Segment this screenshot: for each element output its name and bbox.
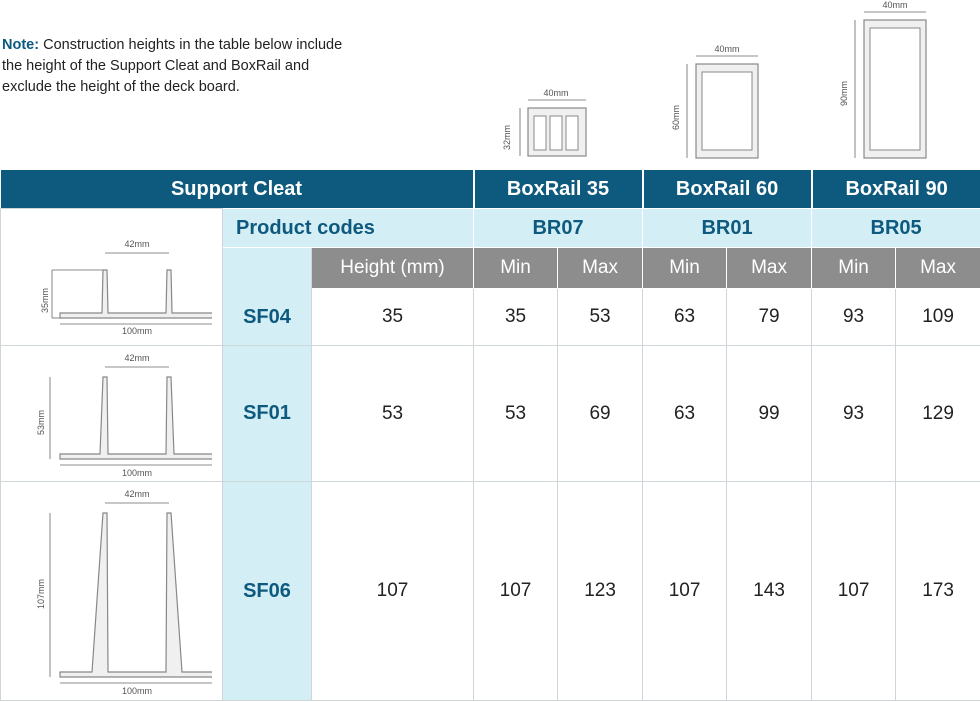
br07-min-header: Min <box>473 247 559 289</box>
sf04-br07-min: 35 <box>473 288 559 346</box>
code-sf06: SF06 <box>222 481 312 701</box>
code-br05: BR05 <box>811 208 980 248</box>
product-codes-label: Product codes <box>221 208 475 248</box>
boxrail-35-profile-diagram: 40mm 32mm <box>502 88 587 157</box>
sf01-top-width-label: 42mm <box>124 353 149 363</box>
sf01-cleat-diagram-cell: 42mm 53mm 100mm <box>0 345 223 482</box>
sf06-height: 107 <box>310 481 475 701</box>
boxrail-60-header: BoxRail 60 <box>642 170 813 209</box>
sf06-top-width-label: 42mm <box>124 489 149 499</box>
boxrail-60-width-label: 40mm <box>714 44 739 54</box>
sf04-br01-max: 79 <box>726 288 813 346</box>
boxrail-90-profile-diagram: 40mm 90mm <box>839 0 927 159</box>
sf06-br05-max: 173 <box>895 481 980 701</box>
br07-max-header: Max <box>557 247 644 289</box>
br05-min-header: Min <box>811 247 897 289</box>
sf04-cleat-diagram: 42mm 35mm 100mm <box>40 239 212 336</box>
support-cleat-header: Support Cleat <box>0 170 475 209</box>
boxrail-60-height-label: 60mm <box>671 105 681 130</box>
sf06-cleat-diagram: 42mm 107mm 100mm <box>36 489 212 696</box>
sf06-br07-max: 123 <box>557 481 644 701</box>
sf01-br05-max: 129 <box>895 345 980 482</box>
boxrail-90-width-label: 40mm <box>882 0 907 10</box>
sf04-top-width-label: 42mm <box>124 239 149 249</box>
sf04-br05-min: 93 <box>811 288 897 346</box>
sf04-height: 35 <box>310 288 475 346</box>
br01-min-header: Min <box>642 247 728 289</box>
code-sf01: SF01 <box>222 345 312 482</box>
sf01-height-label: 53mm <box>36 409 46 434</box>
br01-max-header: Max <box>726 247 813 289</box>
sf04-br01-min: 63 <box>642 288 728 346</box>
construction-height-table: Support Cleat BoxRail 35 BoxRail 60 BoxR… <box>0 170 980 701</box>
sf01-cleat-diagram: 42mm 53mm 100mm <box>36 353 212 478</box>
boxrail-90-height-label: 90mm <box>839 81 849 106</box>
sf01-base-width-label: 100mm <box>121 468 151 478</box>
sf06-br01-max: 143 <box>726 481 813 701</box>
code-sf04: SF04 <box>222 247 312 346</box>
sf01-br05-min: 93 <box>811 345 897 482</box>
sf01-br07-min: 53 <box>473 345 559 482</box>
sf06-base-width-label: 100mm <box>121 686 151 696</box>
sf06-height-label: 107mm <box>36 579 46 609</box>
sf01-br01-min: 63 <box>642 345 728 482</box>
sf04-br07-max: 53 <box>557 288 644 346</box>
sf01-br01-max: 99 <box>726 345 813 482</box>
code-br01: BR01 <box>642 208 813 248</box>
boxrail-35-width-label: 40mm <box>543 88 568 98</box>
boxrail-35-header: BoxRail 35 <box>473 170 644 209</box>
sf04-br05-max: 109 <box>895 288 980 346</box>
construction-note: Note: Construction heights in the table … <box>2 35 352 98</box>
sf06-cleat-diagram-cell: 42mm 107mm 100mm <box>0 481 223 701</box>
sf06-br07-min: 107 <box>473 481 559 701</box>
note-text: Construction heights in the table below … <box>2 37 343 95</box>
code-br07: BR07 <box>473 208 644 248</box>
sf01-br07-max: 69 <box>557 345 644 482</box>
height-mm-header: Height (mm) <box>310 247 475 289</box>
sf04-base-width-label: 100mm <box>121 326 151 336</box>
sf01-height: 53 <box>310 345 475 482</box>
br05-max-header: Max <box>895 247 980 289</box>
note-label: Note: <box>2 37 40 53</box>
sf06-br05-min: 107 <box>811 481 897 701</box>
boxrail-60-profile-diagram: 40mm 60mm <box>671 44 759 159</box>
sf04-height-label: 35mm <box>40 288 50 313</box>
boxrail-90-header: BoxRail 90 <box>811 170 980 209</box>
sf04-cleat-diagram-cell: 42mm 35mm 100mm <box>0 208 223 346</box>
boxrail-35-height-label: 32mm <box>502 125 512 150</box>
sf06-br01-min: 107 <box>642 481 728 701</box>
